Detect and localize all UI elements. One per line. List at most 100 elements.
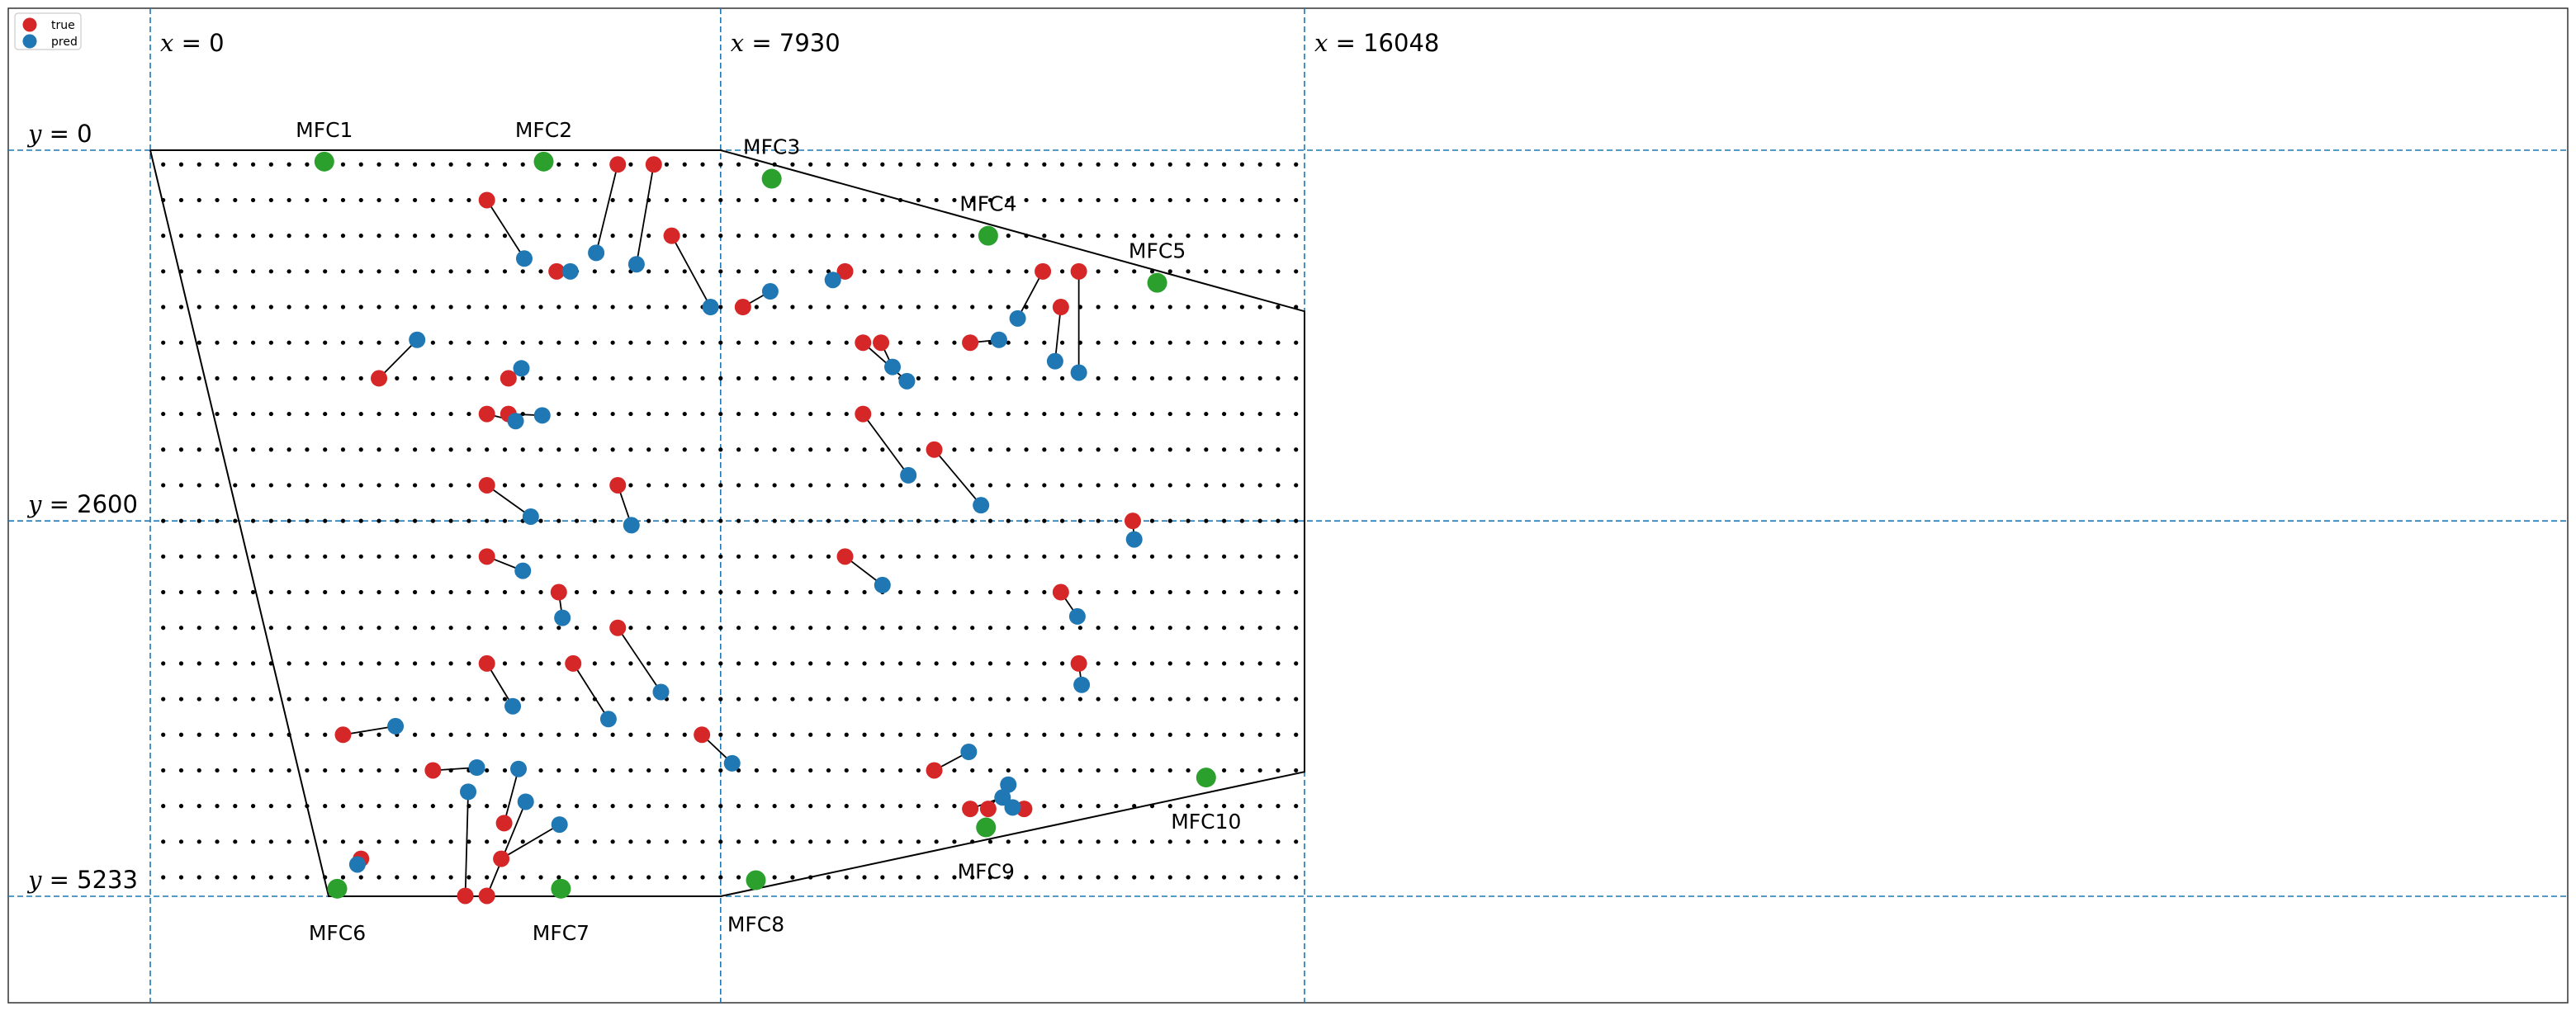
grid-point [305, 589, 310, 595]
grid-point [233, 589, 238, 595]
grid-point [790, 411, 795, 417]
grid-point [700, 589, 705, 595]
grid-point [1096, 305, 1101, 309]
grid-point [1060, 768, 1065, 773]
grid-point [1149, 340, 1155, 345]
grid-point [412, 483, 418, 488]
legend-swatch [22, 17, 37, 32]
grid-point [1042, 804, 1047, 809]
grid-point [233, 661, 238, 666]
grid-point [664, 483, 670, 488]
grid-point [1186, 768, 1191, 773]
grid-point [1167, 626, 1172, 631]
grid-point [197, 839, 201, 844]
grid-point [1204, 697, 1209, 702]
grid-point [161, 661, 166, 666]
grid-point [1060, 269, 1065, 274]
grid-point [987, 483, 993, 488]
grid-point [1257, 197, 1262, 203]
grid-point [1042, 589, 1047, 595]
grid-point [718, 269, 723, 274]
grid-point [844, 447, 849, 452]
grid-point [826, 376, 831, 380]
grid-point [161, 626, 166, 631]
grid-point [1024, 839, 1029, 844]
grid-point [664, 732, 670, 737]
grid-point [340, 589, 346, 595]
grid-point [1257, 234, 1262, 239]
grid-point [772, 447, 777, 452]
grid-point [1132, 875, 1137, 880]
grid-point [916, 305, 921, 309]
grid-point [1077, 411, 1082, 417]
grid-point [215, 554, 220, 559]
grid-point [916, 839, 921, 844]
mfc-marker [1147, 272, 1167, 293]
grid-point [268, 411, 273, 417]
grid-point [790, 483, 795, 488]
grid-point [1096, 804, 1101, 809]
grid-point [1257, 589, 1262, 595]
grid-point [844, 518, 849, 523]
grid-point [1276, 411, 1281, 417]
true-point [694, 726, 711, 744]
grid-point [502, 839, 508, 844]
grid-point [574, 768, 580, 773]
grid-point [1006, 875, 1011, 880]
grid-point [466, 447, 471, 452]
grid-point [376, 447, 381, 452]
grid-point [1132, 483, 1137, 488]
grid-point [682, 839, 687, 844]
grid-point [880, 162, 885, 167]
grid-point [1096, 589, 1101, 595]
grid-point [1024, 340, 1029, 345]
grid-point [305, 732, 310, 737]
grid-point [610, 804, 615, 809]
grid-point [430, 483, 435, 488]
grid-point [1114, 376, 1119, 380]
grid-point [736, 732, 741, 737]
pred-point [599, 711, 617, 728]
grid-point [1276, 589, 1281, 595]
grid-point [664, 340, 670, 345]
pred-point [973, 497, 990, 514]
grid-point [574, 589, 580, 595]
grid-point [934, 839, 939, 844]
grid-point [1276, 768, 1281, 773]
grid-point [1042, 661, 1047, 666]
grid-point [844, 589, 849, 595]
grid-point [610, 376, 615, 380]
grid-point [754, 269, 759, 274]
grid-point [305, 483, 310, 488]
grid-point [538, 554, 543, 559]
grid-point [700, 661, 705, 666]
grid-point [286, 197, 291, 203]
grid-point [286, 768, 291, 773]
grid-point [1006, 197, 1011, 203]
grid-point [897, 768, 903, 773]
grid-point [862, 661, 867, 666]
grid-point [1186, 589, 1191, 595]
boundary-layer [149, 149, 1305, 897]
grid-point [430, 447, 435, 452]
grid-point [916, 768, 921, 773]
grid-point [250, 804, 256, 809]
grid-point [1186, 340, 1191, 345]
grid-point [664, 518, 670, 523]
grid-point [754, 518, 759, 523]
grid-point [610, 768, 615, 773]
grid-point [1257, 483, 1262, 488]
grid-point [466, 340, 471, 345]
grid-point [1239, 269, 1244, 274]
grid-point [538, 768, 543, 773]
grid-point [790, 518, 795, 523]
grid-point [340, 162, 346, 167]
grid-point [286, 661, 291, 666]
grid-point [970, 518, 975, 523]
grid-point [412, 554, 418, 559]
grid-point [934, 305, 939, 309]
grid-point [952, 447, 957, 452]
grid-point [736, 661, 741, 666]
grid-point [233, 518, 238, 523]
grid-point [934, 554, 939, 559]
